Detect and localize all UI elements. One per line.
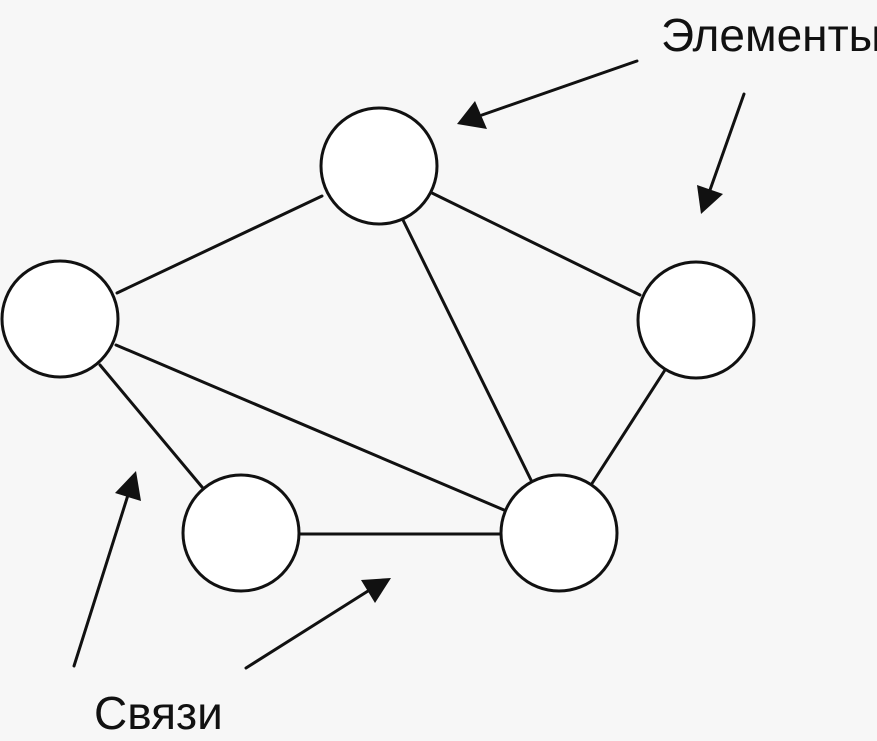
arrow-links-to-bottom-edge-head [361, 578, 391, 603]
elements-label: Элементы [661, 9, 877, 61]
edge-top-right [430, 191, 642, 297]
arrow-elements-to-top-shaft [480, 59, 639, 117]
node-left [0, 259, 120, 379]
node-bottom-left [181, 473, 301, 593]
arrow-elements-to-right-head [697, 185, 723, 214]
edge-left-bottom-right [114, 343, 506, 512]
arrow-elements-to-right-shaft [708, 92, 746, 192]
links-label: Связи [94, 687, 223, 739]
arrow-links-to-bottom-edge-shaft [244, 589, 370, 670]
edge-left-bottom-left [98, 363, 204, 489]
edge-right-bottom-right [589, 368, 667, 487]
edge-left-top [115, 194, 324, 295]
edge-top-bottom-right [401, 218, 533, 482]
node-bottom-right [499, 473, 619, 593]
node-top [319, 106, 439, 226]
arrow-links-to-left-edge-head [115, 471, 141, 501]
arrow-elements-to-top-head [457, 101, 487, 129]
node-right [636, 260, 756, 380]
arrow-links-to-left-edge-shaft [72, 493, 130, 668]
